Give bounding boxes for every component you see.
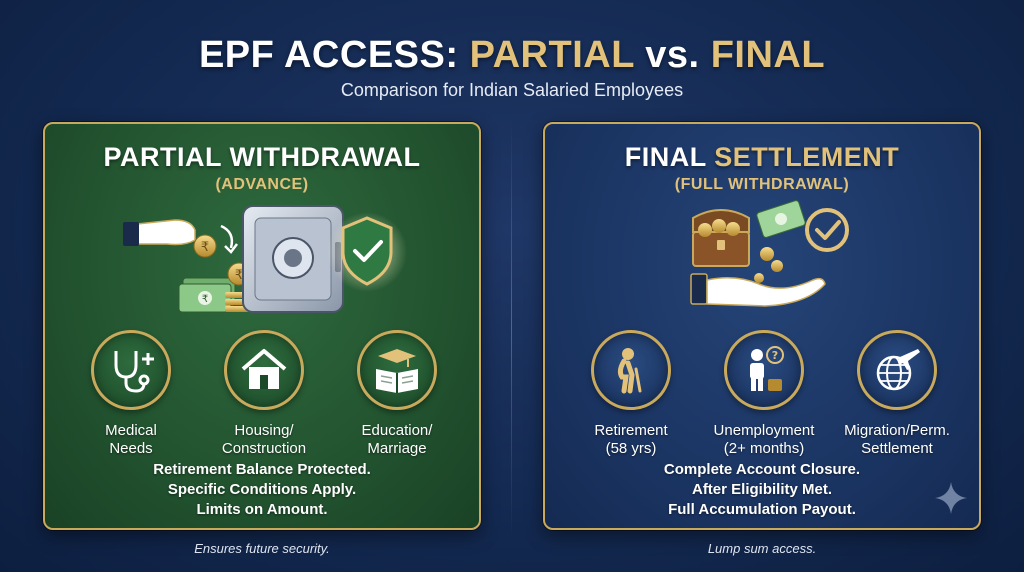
final-panel-title: FINAL SETTLEMENT — [545, 142, 979, 173]
svg-text:₹: ₹ — [235, 268, 243, 283]
title-part-2: PARTIAL — [469, 34, 635, 76]
svg-text:₹: ₹ — [202, 294, 208, 305]
partial-panel-title: PARTIAL WITHDRAWAL — [103, 142, 421, 172]
svg-text:?: ? — [772, 349, 778, 362]
page-subtitle: Comparison for Indian Salaried Employees — [340, 80, 684, 100]
svg-text:₹: ₹ — [201, 240, 209, 255]
note-line: After Eligibility Met. — [691, 481, 832, 498]
final-title-part-2: SETTLEMENT — [714, 142, 900, 172]
partial-footer: Ensures future security. — [194, 541, 330, 556]
partial-withdrawal-panel: PARTIAL WITHDRAWAL (ADVANCE) ₹ — [43, 122, 481, 530]
open-hand-coins-icon — [690, 273, 826, 307]
category-medical: Medical Needs — [61, 330, 201, 458]
final-title-part-1: FINAL — [624, 142, 715, 172]
partial-categories: Medical Needs Housing/ Construction — [45, 330, 479, 457]
title-part-4: FINAL — [710, 34, 826, 76]
final-settlement-panel: FINAL SETTLEMENT (FULL WITHDRAWAL) — [543, 122, 981, 530]
category-label: Education/ Marriage — [361, 422, 433, 457]
final-hero-illustration — [545, 196, 979, 326]
note-line: Retirement Balance Protected. — [153, 461, 371, 478]
title-part-3: vs. — [634, 34, 711, 76]
note-line: Full Accumulation Payout. — [668, 501, 856, 518]
elderly-person-icon — [617, 348, 642, 394]
cash-bill-icon — [756, 200, 806, 272]
category-label: Retirement (58 yrs) — [594, 422, 668, 457]
partial-hero-illustration: ₹ ₹ ₹ — [45, 196, 479, 326]
person-question-icon: ? — [750, 346, 784, 391]
final-notes: Complete Account Closure. After Eligibil… — [545, 460, 979, 520]
stethoscope-plus-icon — [114, 351, 154, 393]
category-label: Migration/Perm. Settlement — [844, 422, 950, 457]
page-title: EPF ACCESS: PARTIAL vs. FINAL — [0, 34, 1024, 77]
title-part-1: EPF ACCESS: — [198, 34, 470, 76]
hand-coin-icon: ₹ — [123, 219, 238, 258]
house-icon — [241, 349, 287, 389]
check-badge-icon — [805, 208, 849, 252]
category-housing: Housing/ Construction — [194, 330, 334, 458]
note-line: Limits on Amount. — [196, 501, 328, 518]
category-label: Medical Needs — [105, 422, 157, 457]
rupee-cash-stack-icon: ₹ ₹ — [178, 262, 253, 313]
shield-check-icon — [327, 212, 407, 292]
partial-panel-subtitle: (ADVANCE) — [215, 176, 309, 193]
category-label: Housing/ Construction — [221, 422, 307, 457]
final-categories: Retirement (58 yrs) ? Unemployment (2+ m… — [545, 330, 979, 457]
treasure-chest-icon — [692, 209, 750, 267]
category-unemployment: ? Unemployment (2+ months) — [694, 330, 834, 458]
vault-safe-icon — [242, 205, 344, 313]
sparkle-icon — [935, 482, 967, 514]
category-label: Unemployment (2+ months) — [713, 422, 815, 457]
book-graduation-icon — [376, 349, 418, 393]
category-migration: Migration/Perm. Settlement — [827, 330, 967, 458]
category-education: Education/ Marriage — [327, 330, 467, 458]
partial-notes: Retirement Balance Protected. Specific C… — [45, 460, 479, 520]
final-footer: Lump sum access. — [707, 541, 817, 556]
final-panel-subtitle: (FULL WITHDRAWAL) — [674, 176, 850, 193]
globe-plane-icon — [876, 349, 920, 391]
center-divider — [511, 118, 512, 538]
category-retirement: Retirement (58 yrs) — [561, 330, 701, 458]
note-line: Specific Conditions Apply. — [167, 481, 357, 498]
note-line: Complete Account Closure. — [663, 461, 861, 478]
